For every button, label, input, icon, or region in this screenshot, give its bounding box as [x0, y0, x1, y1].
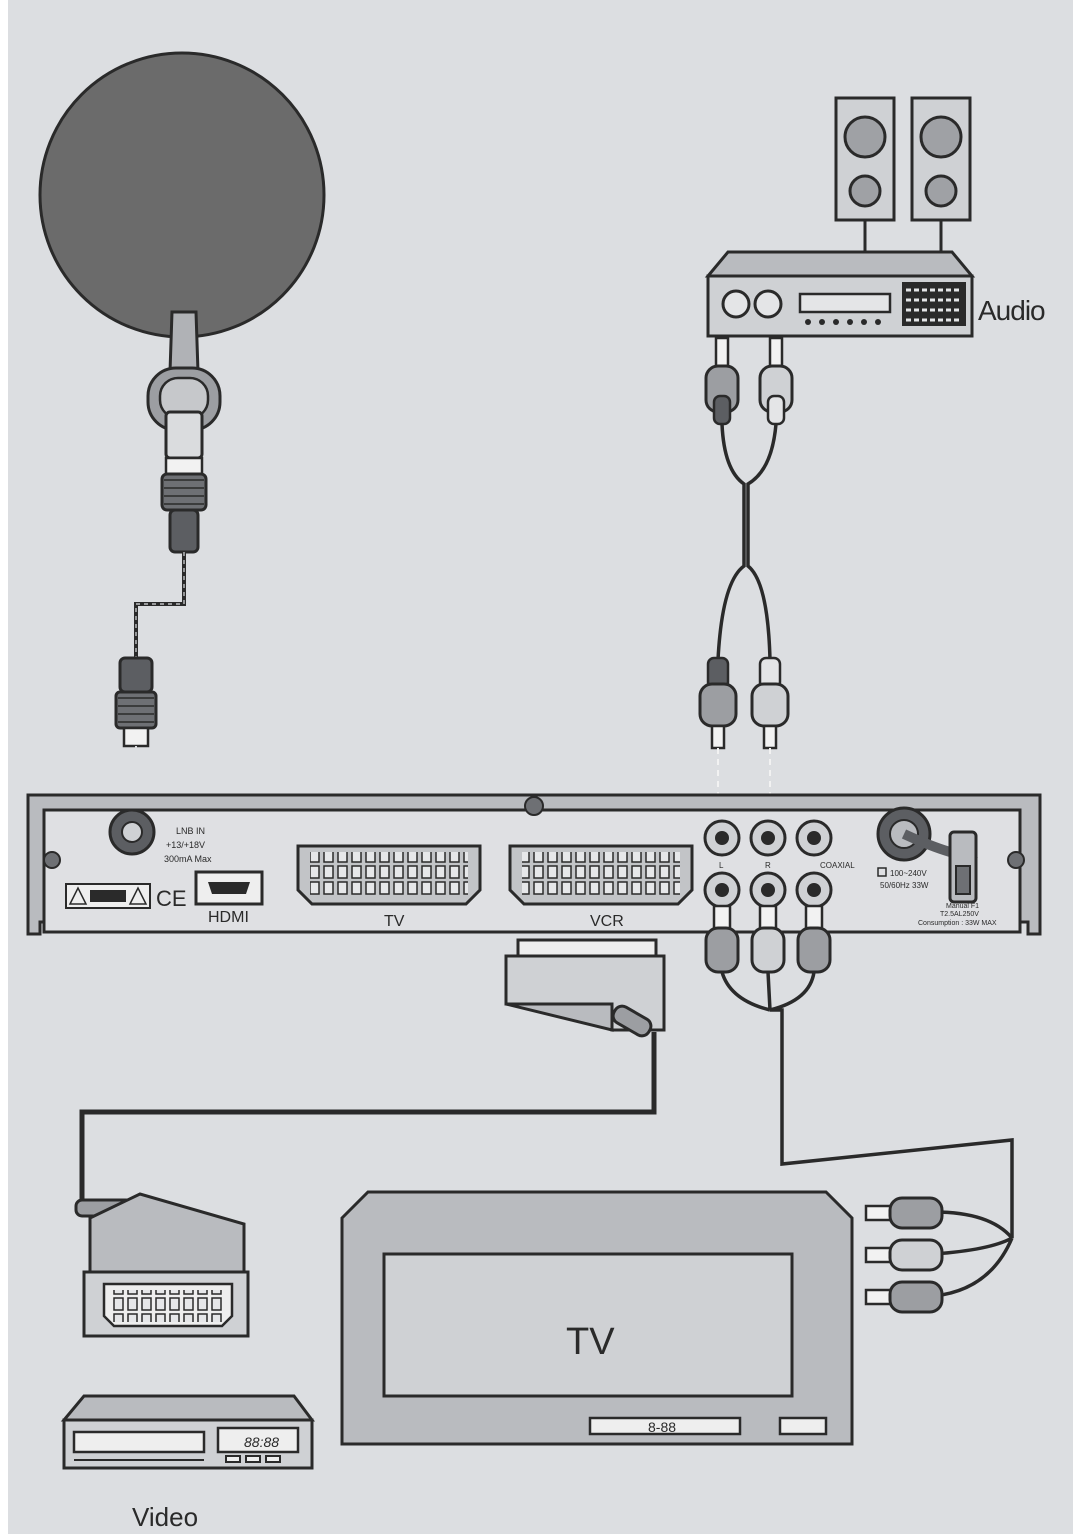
coaxial-jack [795, 819, 833, 857]
scart-tv-port [296, 844, 482, 906]
fuse-label: Manual F1 [946, 903, 979, 910]
rca-plug-rx-left [698, 656, 738, 818]
component-jack-1 [703, 871, 741, 909]
scart-vcr-label: VCR [590, 913, 624, 930]
power-hz: 50/60Hz 33W [880, 881, 929, 890]
component-cable [720, 971, 1014, 1238]
hdmi-port [194, 870, 264, 906]
warning-label [65, 883, 151, 909]
port-r-label: R [765, 861, 771, 870]
scart-plug-vcr [74, 1192, 250, 1338]
satellite-dish [38, 51, 326, 554]
audio-jack-right [749, 819, 787, 857]
dish-reflector [38, 51, 326, 339]
power-inlet [876, 806, 978, 904]
scart-cable [79, 1032, 657, 1200]
port-l-label: L [719, 861, 724, 870]
vcr-device: 88:88 [60, 1394, 315, 1470]
scart-plug [504, 938, 666, 1038]
rca-plug-amp-right [758, 336, 794, 426]
lnb-in-label: LNB IN [176, 826, 205, 836]
component-plugs-tv [864, 1196, 944, 1314]
ce-mark: CE [156, 886, 187, 911]
f-connector-bottom [114, 656, 158, 812]
tv-display: 8-88 [648, 1419, 676, 1435]
lnb-power-label: +13/+18V [166, 840, 205, 850]
audio-amplifier [704, 250, 976, 338]
lnb-in-port [108, 808, 156, 856]
rca-plug-amp-left [704, 336, 740, 426]
video-label: Video [132, 1502, 198, 1532]
scart-tv-label: TV [384, 913, 405, 930]
lnb-current-label: 300mA Max [164, 854, 212, 864]
audio-cable [716, 423, 778, 661]
vcr-display: 88:88 [244, 1434, 279, 1450]
tv-set: TV 8-88 [340, 1190, 854, 1446]
component-plugs [704, 904, 832, 974]
power-spec: 100~240V [890, 869, 927, 878]
coaxial-label: COAXIAL [820, 861, 855, 870]
speaker-right [910, 96, 972, 222]
scart-vcr-port [508, 844, 694, 906]
component-jack-2 [749, 871, 787, 909]
speaker-left [834, 96, 896, 222]
component-jack-3 [795, 871, 833, 909]
fuse-spec: T2.5AL250V [940, 911, 979, 918]
receiver-back-panel: LNB IN +13/+18V 300mA Max CE HDMI TV VCR [26, 793, 1042, 936]
f-connector-top [160, 456, 208, 554]
hdmi-label: HDMI [208, 909, 249, 926]
audio-jack-left [703, 819, 741, 857]
audio-label: Audio [978, 295, 1045, 326]
consumption-label: Consumption : 33W MAX [918, 920, 997, 927]
tv-screen-label: TV [566, 1321, 615, 1363]
